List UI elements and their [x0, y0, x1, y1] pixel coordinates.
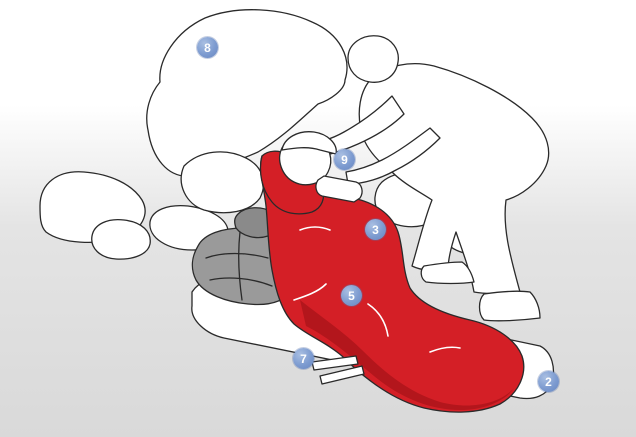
- marker-5: 5: [341, 285, 362, 306]
- rock-small-a: [92, 220, 151, 259]
- energy-bars: [312, 356, 364, 384]
- helper-boot-left: [421, 262, 474, 284]
- marker-2: 2: [538, 371, 559, 392]
- marker-7: 7: [293, 348, 314, 369]
- marker-3-label: 3: [372, 223, 379, 237]
- marker-8: 8: [197, 37, 218, 58]
- marker-3: 3: [365, 219, 386, 240]
- rock-mid-b: [181, 152, 263, 213]
- marker-9: 9: [334, 149, 355, 170]
- marker-5-label: 5: [348, 289, 355, 303]
- helper-boot-right: [480, 291, 541, 321]
- helper-head: [348, 36, 398, 83]
- marker-8-label: 8: [204, 41, 211, 55]
- marker-7-label: 7: [300, 352, 307, 366]
- marker-9-label: 9: [341, 153, 348, 167]
- marker-2-label: 2: [545, 375, 552, 389]
